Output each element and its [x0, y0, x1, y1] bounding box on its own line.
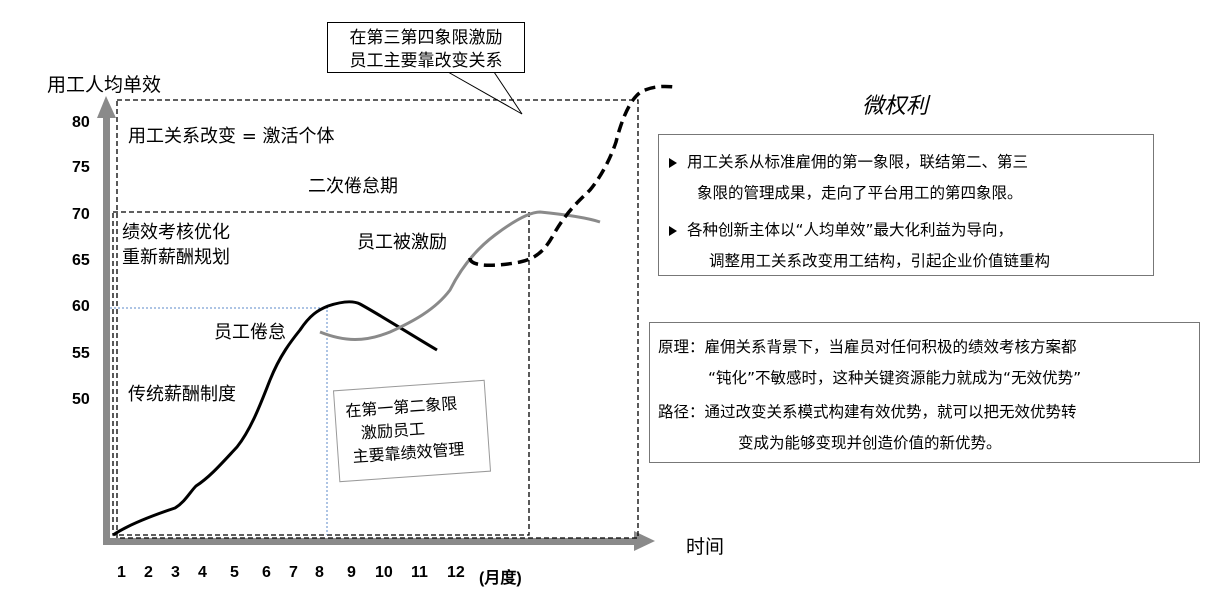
x-tick-label: 2 [144, 564, 153, 581]
callout-pointer-b [493, 71, 523, 115]
outer-region-sublabel: 二次倦怠期 [308, 176, 398, 197]
bullet-continuation: 调整用工关系改变用工结构，引起企业价值链重构 [709, 252, 1051, 270]
y-tick-label: 70 [72, 206, 90, 223]
bullet-box: 用工关系从标准雇佣的第一象限，联结第二、第三 象限的管理成果，走向了平台用工的第… [658, 134, 1154, 276]
tilted-note: 在第一第二象限 激励员工 主要靠绩效管理 [332, 379, 492, 483]
callout-line: 员工主要靠改变关系 [349, 51, 503, 71]
y-axis [103, 110, 110, 542]
x-axis-label: 时间 [686, 536, 725, 558]
top-callout: 在第三第四象限激励 员工主要靠改变关系 [327, 22, 525, 73]
y-tick-label: 75 [72, 159, 90, 176]
middle-region-label: 绩效考核优化 [122, 222, 230, 243]
principle-line: “钝化”不敏感时，这种关键资源能力就成为“无效优势” [708, 369, 1082, 387]
callout-pointer-a [447, 71, 523, 115]
outer-region-label: 用工关系改变 = 激活个体 [128, 126, 335, 147]
x-tick-label: 9 [347, 564, 356, 581]
bullet-arrow-icon [669, 157, 677, 168]
y-tick-label: 65 [72, 252, 90, 269]
side-title: 微权利 [862, 94, 929, 119]
bullet-arrow-icon [669, 225, 677, 236]
y-tick-label: 50 [72, 391, 90, 408]
middle-dashed-region [112, 211, 530, 536]
x-tick-label: 7 [289, 564, 298, 581]
traditional-label: 传统薪酬制度 [128, 384, 236, 405]
y-tick-label: 80 [72, 114, 90, 131]
y-axis-label: 用工人均单效 [47, 74, 162, 96]
x-tick-label: 5 [230, 564, 239, 581]
x-tick-label: 3 [171, 564, 180, 581]
x-tick-label: 6 [262, 564, 271, 581]
x-tick-label: 10 [375, 564, 393, 581]
burnout-label: 员工倦怠 [214, 322, 286, 343]
principle-box: 原理：雇佣关系背景下，当雇员对任何积极的绩效考核方案都 “钝化”不敏感时，这种关… [649, 322, 1200, 463]
principle-line: 路径：通过改变关系模式构建有效优势，就可以把无效优势转 [658, 403, 1077, 421]
x-tick-label: 1 [117, 564, 126, 581]
y-tick-label: 60 [72, 298, 90, 315]
series-stimulated-line [319, 210, 601, 341]
x-unit-label: (月度) [479, 570, 522, 587]
x-tick-label: 12 [447, 564, 465, 581]
y-tick-label: 55 [72, 345, 90, 362]
y-axis-arrowhead [97, 96, 116, 118]
x-axis-arrowhead [634, 531, 655, 551]
series-traditional-line [112, 300, 438, 537]
series-platform-dashed-line [468, 84, 676, 267]
x-tick-label: 11 [411, 564, 428, 581]
stimulated-label: 员工被激励 [357, 232, 447, 253]
principle-line: 变成为能够变现并创造价值的新优势。 [738, 434, 1002, 452]
bullet-continuation: 象限的管理成果，走向了平台用工的第四象限。 [697, 184, 1023, 202]
principle-line: 原理：雇佣关系背景下，当雇员对任何积极的绩效考核方案都 [658, 338, 1077, 356]
x-tick-label: 8 [315, 564, 324, 581]
x-tick-label: 4 [198, 564, 207, 581]
middle-region-sublabel: 重新薪酬规划 [122, 247, 230, 268]
bullet-item: 用工关系从标准雇佣的第一象限，联结第二、第三 [669, 150, 1028, 172]
bullet-text: 用工关系从标准雇佣的第一象限，联结第二、第三 [687, 153, 1029, 171]
callout-line: 在第三第四象限激励 [349, 28, 503, 48]
bullet-item: 各种创新主体以“人均单效”最大化利益为导向， [669, 218, 1013, 240]
bullet-text: 各种创新主体以“人均单效”最大化利益为导向， [687, 221, 1014, 239]
x-axis [103, 538, 643, 545]
outer-dashed-region [116, 99, 639, 539]
